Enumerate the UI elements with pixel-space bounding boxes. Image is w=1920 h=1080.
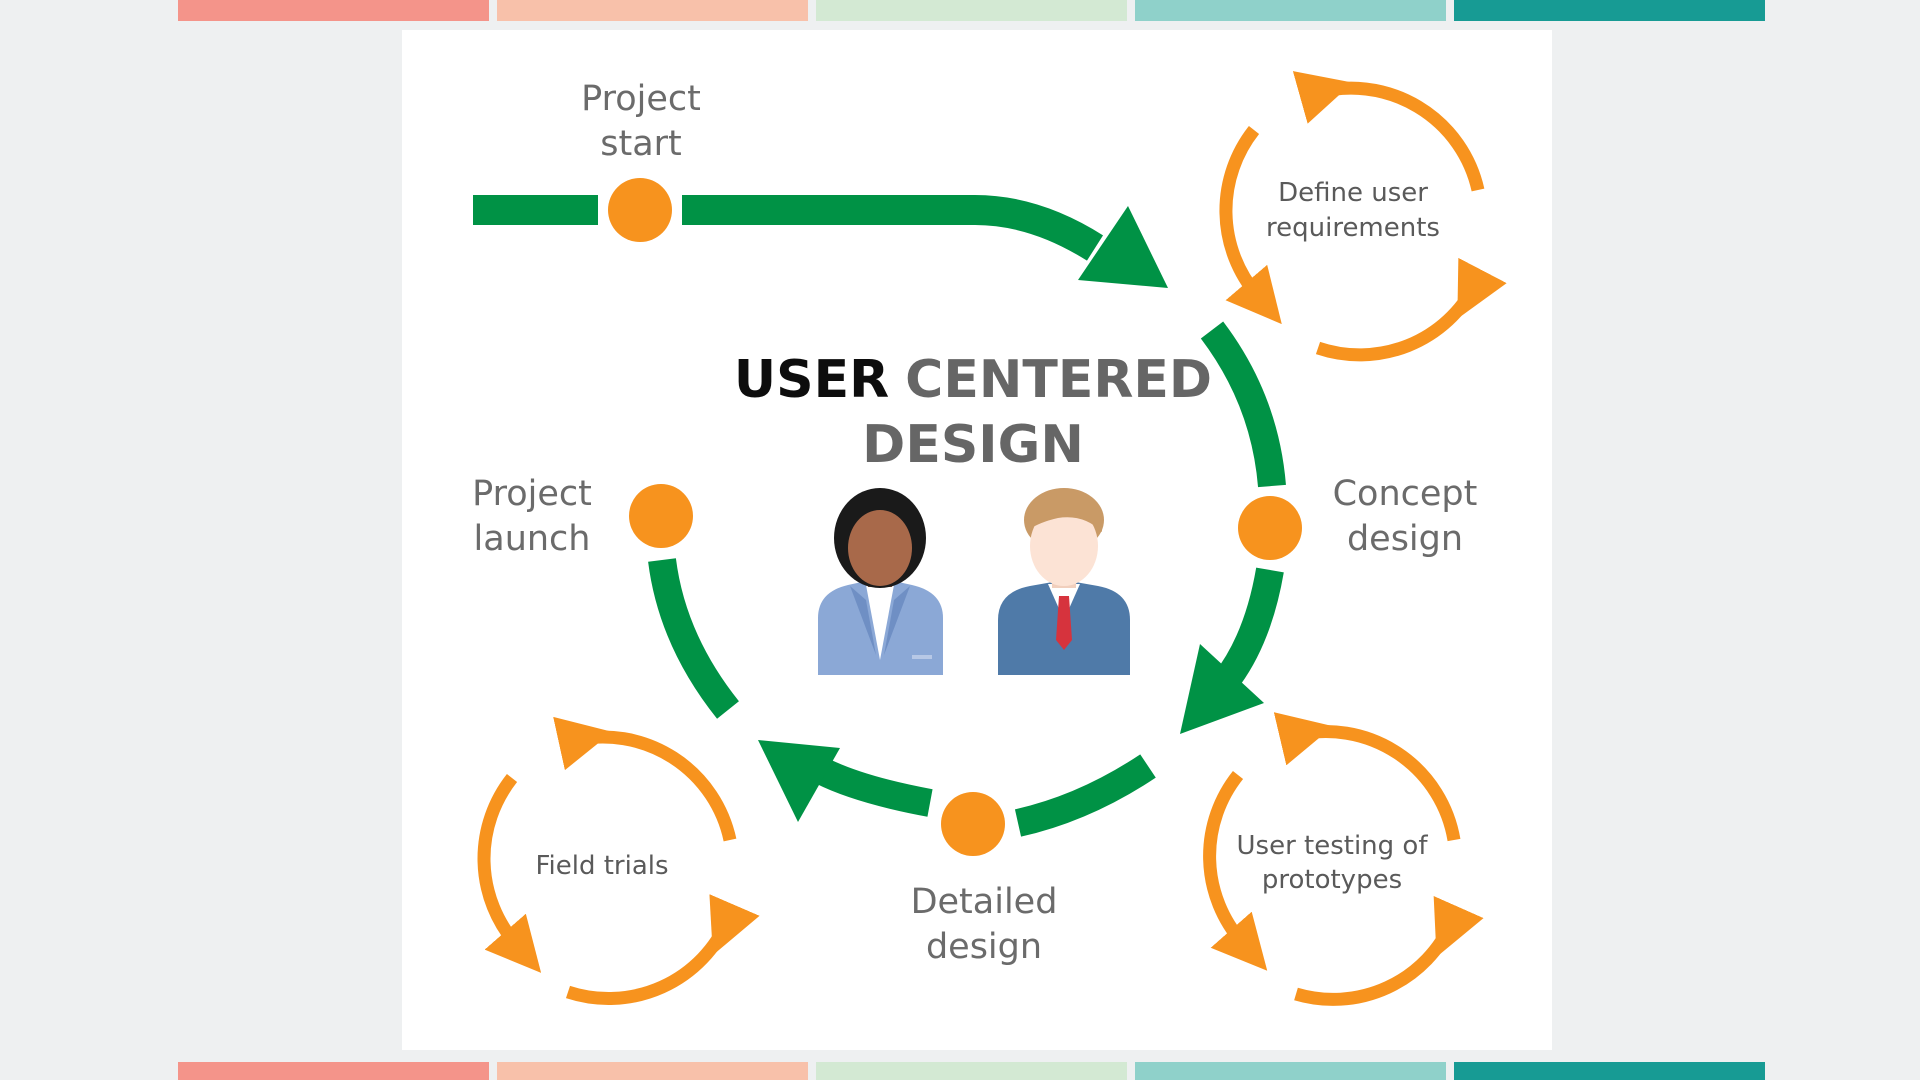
label-project-launch: Project launch xyxy=(472,474,592,559)
arc-bottom-right xyxy=(1014,754,1156,837)
arc-left xyxy=(648,558,739,719)
top-color-stripes xyxy=(178,0,1765,21)
woman-badge xyxy=(912,655,932,659)
label-define-requirements: Define user requirements xyxy=(1266,178,1440,243)
arc-bottom-left xyxy=(815,758,933,817)
milestone-dot-detailed-design xyxy=(941,792,1005,856)
arc-right-upper xyxy=(1200,321,1286,488)
loop3-arc-top xyxy=(553,716,737,842)
woman-lapel-left xyxy=(850,586,876,655)
title-line-1: USER CENTERED xyxy=(734,350,1212,410)
label-concept-design: Concept design xyxy=(1333,474,1478,559)
stripe-3 xyxy=(816,0,1127,21)
man-face xyxy=(1030,506,1098,586)
stripe-1 xyxy=(178,1062,489,1080)
stripe-5 xyxy=(1454,1062,1765,1080)
label-user-testing: User testing of prototypes xyxy=(1237,831,1429,895)
woman-shirt xyxy=(866,585,894,660)
bottom-arrowhead xyxy=(758,740,840,822)
woman-face xyxy=(848,510,912,586)
loop1-arc-right xyxy=(1315,257,1507,362)
man-fringe xyxy=(1028,495,1102,532)
loop2-arc-top xyxy=(1273,712,1461,842)
loop1-arc-left xyxy=(1219,125,1282,325)
main-flow xyxy=(473,195,1286,837)
loop-field-trials xyxy=(477,716,760,1005)
label-project-start: Project start xyxy=(581,79,701,164)
milestone-dot-concept-design xyxy=(1238,496,1302,560)
label-field-trials: Field trials xyxy=(535,851,668,881)
milestones xyxy=(608,178,1302,856)
man-tie xyxy=(1056,596,1072,650)
label-project-launch-line1: Project xyxy=(472,474,592,514)
diagram-title: USER CENTERED DESIGN xyxy=(734,350,1212,475)
label-detailed-design-line1: Detailed xyxy=(911,882,1058,922)
loop1-arc-top xyxy=(1292,71,1485,192)
loop3-arc-right xyxy=(565,894,760,1005)
label-field-trials-line1: Field trials xyxy=(535,851,668,881)
woman-lapel-right xyxy=(884,586,910,655)
stripe-4 xyxy=(1135,0,1446,21)
label-define-requirements-line2: requirements xyxy=(1266,213,1440,243)
label-project-start-line1: Project xyxy=(581,79,701,119)
loop2-arc-left xyxy=(1203,770,1268,971)
label-concept-design-line1: Concept xyxy=(1333,474,1478,514)
loop2-arc-right xyxy=(1294,895,1484,1006)
loop-define-requirements xyxy=(1219,71,1507,362)
loop-user-testing xyxy=(1203,712,1484,1006)
bottom-color-stripes xyxy=(178,1062,1765,1080)
right-arrowhead xyxy=(1180,644,1264,734)
stripe-5 xyxy=(1454,0,1765,21)
start-line-right xyxy=(682,195,1104,261)
label-project-launch-line2: launch xyxy=(474,519,591,559)
man-user-icon xyxy=(998,488,1130,675)
milestone-dot-project-start xyxy=(608,178,672,242)
milestone-dot-project-launch xyxy=(629,484,693,548)
loop3-arc-left xyxy=(477,773,542,973)
stripe-2 xyxy=(497,0,808,21)
label-concept-design-line2: design xyxy=(1347,519,1463,559)
stripe-1 xyxy=(178,0,489,21)
arc-right-lower xyxy=(1213,567,1284,691)
title-word-user: USER xyxy=(734,350,889,410)
label-project-start-line2: start xyxy=(600,124,682,164)
title-word-centered: CENTERED xyxy=(905,350,1212,410)
stripe-2 xyxy=(497,1062,808,1080)
woman-user-icon xyxy=(818,488,943,675)
title-line-2: DESIGN xyxy=(862,415,1084,475)
start-arrowhead xyxy=(1078,206,1168,288)
label-define-requirements-line1: Define user xyxy=(1278,178,1428,208)
label-detailed-design-line2: design xyxy=(926,927,1042,967)
stripe-3 xyxy=(816,1062,1127,1080)
stripe-4 xyxy=(1135,1062,1446,1080)
label-user-testing-line1: User testing of xyxy=(1237,831,1429,861)
label-detailed-design: Detailed design xyxy=(911,882,1058,967)
label-user-testing-line2: prototypes xyxy=(1262,865,1402,895)
